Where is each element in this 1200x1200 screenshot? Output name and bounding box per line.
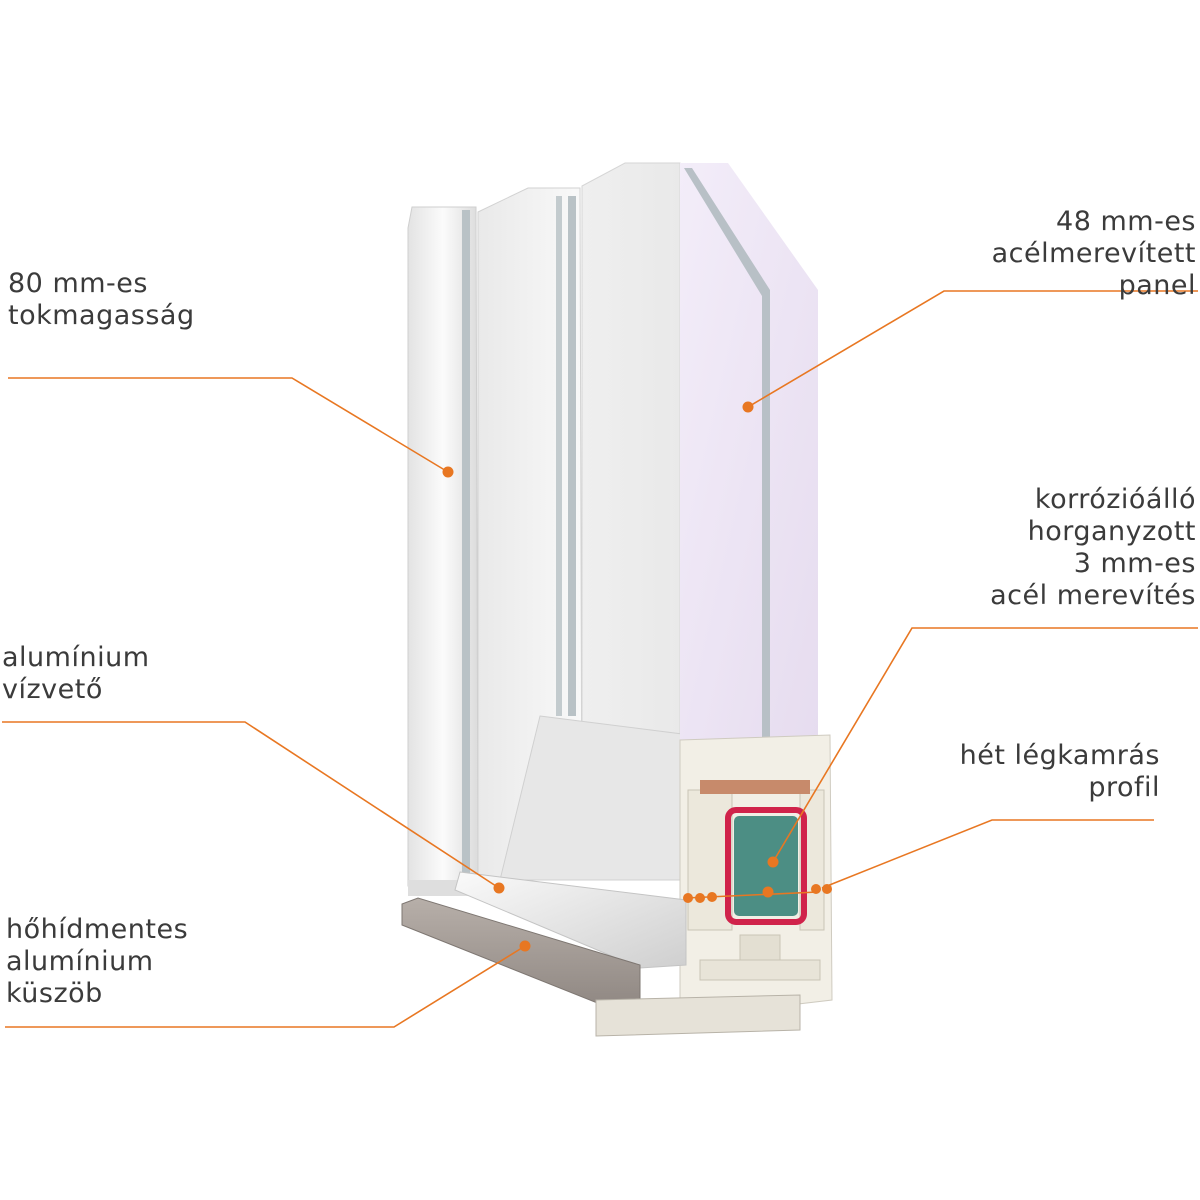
aluminium-drip-rail	[454, 871, 687, 969]
door-frame	[407, 206, 479, 896]
label-threshold: hőhídmentes alumínium küszöb	[6, 914, 189, 1009]
pvc-profile	[679, 734, 833, 1019]
door-panel	[499, 162, 691, 881]
leader-drip	[2, 721, 500, 889]
label-profile: hét légkamrás profil	[959, 740, 1160, 803]
leader-profile	[821, 819, 1154, 889]
label-reinforcement: korrózióálló horganyzott 3 mm-es acél me…	[990, 484, 1196, 611]
air-chamber	[734, 816, 798, 916]
leader-threshold	[5, 945, 526, 1028]
label-frame-depth: 80 mm-es tokmagasság	[8, 268, 195, 331]
leader-frame-depth	[8, 377, 449, 473]
leader-reinforcement	[772, 627, 1198, 863]
label-drip: alumínium vízvető	[2, 642, 150, 705]
callout-lines	[2, 290, 1198, 1028]
steel-reinforcement	[725, 807, 807, 925]
leader-panel	[747, 290, 1198, 408]
panel-insulation-core	[680, 163, 818, 800]
aluminium-threshold	[401, 897, 801, 1037]
label-panel: 48 mm-es acélmerevített panel	[991, 206, 1196, 301]
callout-dots	[442, 401, 832, 952]
